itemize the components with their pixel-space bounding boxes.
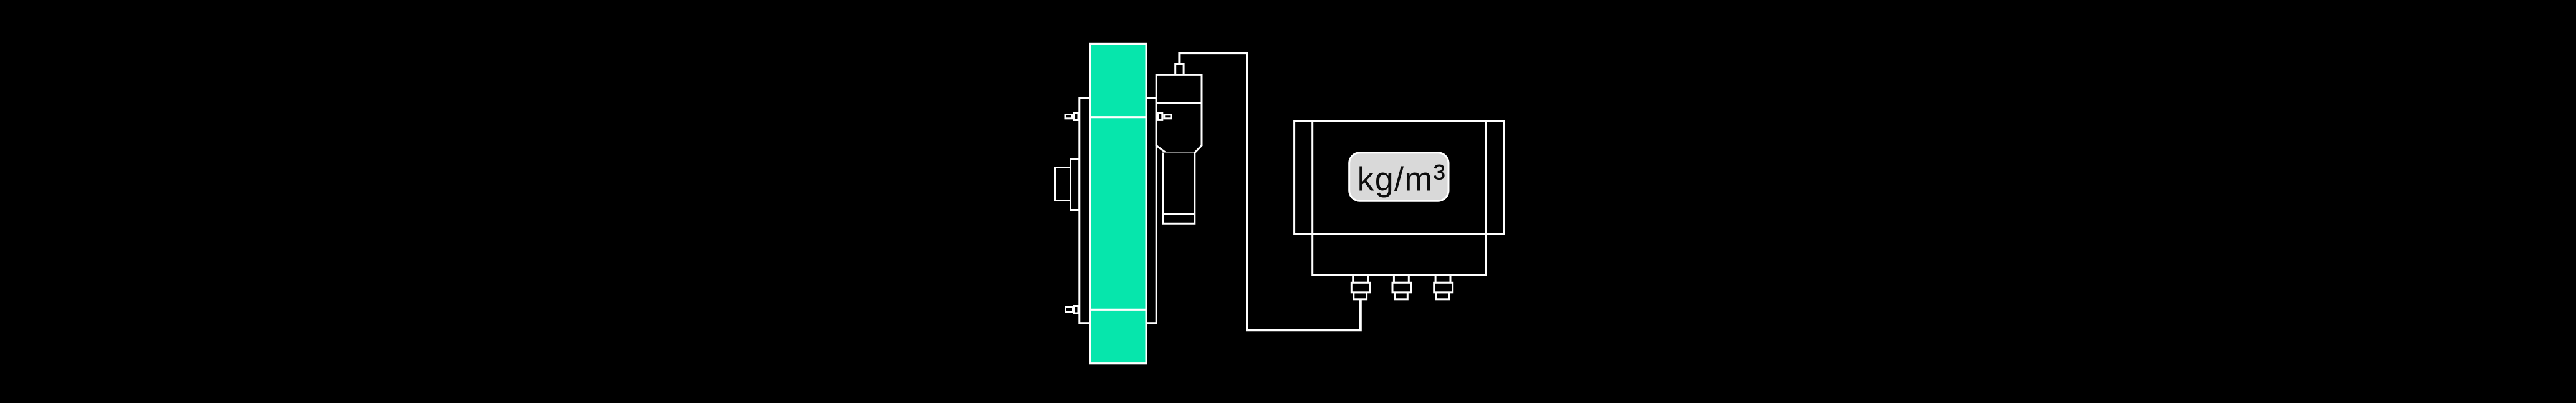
svg-text:kg/m³: kg/m³ [1357, 157, 1446, 198]
